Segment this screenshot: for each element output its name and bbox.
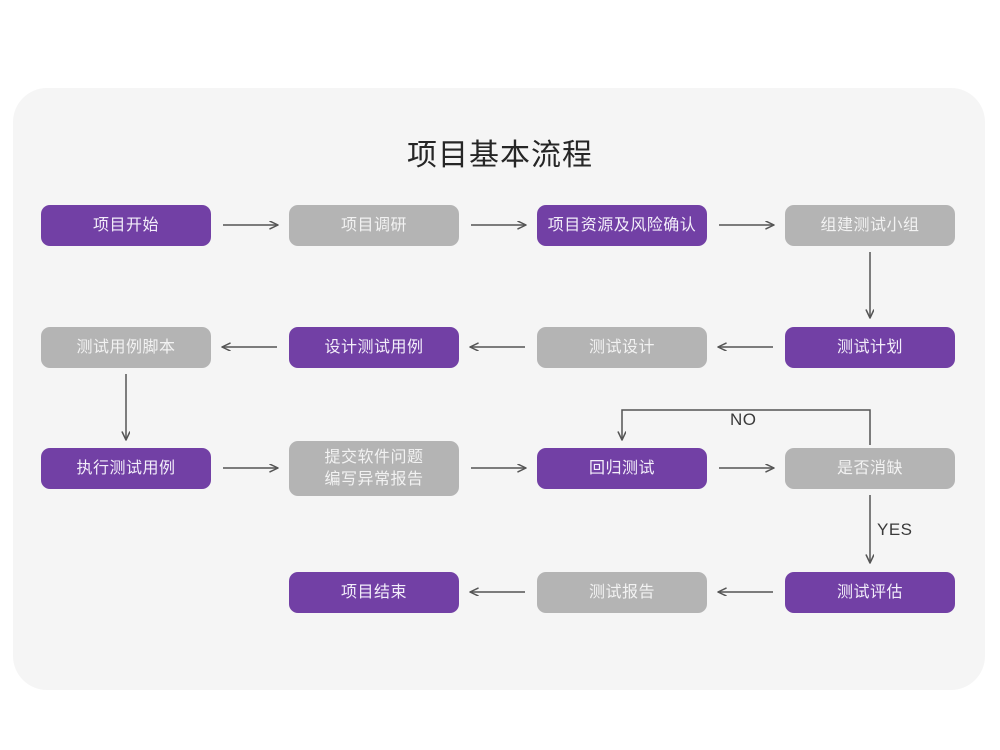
node-label: 测试评估 xyxy=(836,583,903,601)
node-label: 提交软件问题 编写异常报告 xyxy=(324,448,424,488)
node-execute-test-cases[interactable]: 执行测试用例 xyxy=(41,448,211,489)
node-label: 项目开始 xyxy=(92,216,159,234)
node-form-test-team[interactable]: 组建测试小组 xyxy=(785,205,955,246)
node-design-test-cases[interactable]: 设计测试用例 xyxy=(289,327,459,368)
node-label: 回归测试 xyxy=(588,459,655,477)
node-test-evaluation[interactable]: 测试评估 xyxy=(785,572,955,613)
node-label: 项目调研 xyxy=(340,216,407,234)
node-label: 是否消缺 xyxy=(836,459,903,477)
node-test-design[interactable]: 测试设计 xyxy=(537,327,707,368)
node-label: 执行测试用例 xyxy=(76,459,176,477)
page-title: 项目基本流程 xyxy=(407,139,593,172)
edge-label-yes: YES xyxy=(877,520,913,539)
edge-label-no: NO xyxy=(730,410,757,429)
node-submit-defects-report[interactable]: 提交软件问题 编写异常报告 xyxy=(289,441,459,496)
node-label: 项目结束 xyxy=(340,583,407,601)
node-project-research[interactable]: 项目调研 xyxy=(289,205,459,246)
node-label: 项目资源及风险确认 xyxy=(547,216,697,234)
node-label: 测试计划 xyxy=(836,338,903,356)
node-label: 设计测试用例 xyxy=(324,338,424,356)
node-project-start[interactable]: 项目开始 xyxy=(41,205,211,246)
node-test-report[interactable]: 测试报告 xyxy=(537,572,707,613)
node-regression-test[interactable]: 回归测试 xyxy=(537,448,707,489)
node-label: 测试用例脚本 xyxy=(76,338,176,356)
node-project-end[interactable]: 项目结束 xyxy=(289,572,459,613)
node-label: 组建测试小组 xyxy=(820,216,920,234)
node-test-plan[interactable]: 测试计划 xyxy=(785,327,955,368)
node-defects-cleared-decision[interactable]: 是否消缺 xyxy=(785,448,955,489)
node-test-case-scripts[interactable]: 测试用例脚本 xyxy=(41,327,211,368)
node-label: 测试设计 xyxy=(588,338,655,356)
node-label: 测试报告 xyxy=(588,583,655,601)
node-resource-risk-confirm[interactable]: 项目资源及风险确认 xyxy=(537,205,707,246)
